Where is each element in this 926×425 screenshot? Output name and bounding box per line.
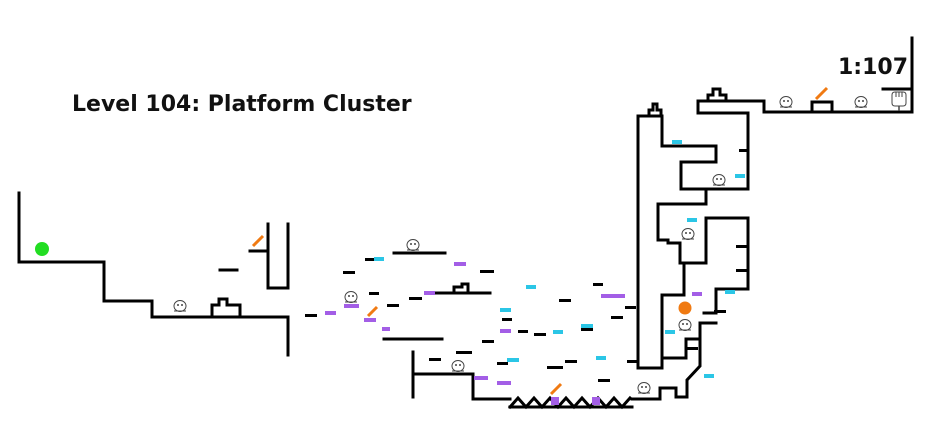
enemy-icon	[637, 382, 651, 394]
enemy-icon	[854, 96, 868, 108]
enemy-group	[173, 96, 868, 394]
hand-icon[interactable]	[891, 91, 907, 111]
launchers	[251, 86, 829, 396]
enemy-icon	[678, 319, 692, 331]
lower-terrain	[382, 251, 718, 401]
ice-blocks	[374, 140, 745, 378]
start-terrain	[17, 191, 290, 357]
enemy-icon	[344, 291, 358, 303]
spike-row	[507, 395, 634, 410]
enemy-icon	[779, 96, 793, 108]
tower-terrain	[636, 36, 914, 370]
goal-ball	[678, 301, 692, 315]
enemy-icon	[406, 239, 420, 251]
level-timer: 1:107	[838, 55, 909, 80]
player-ball	[35, 242, 49, 256]
bounce-blocks	[325, 262, 702, 405]
level-title: Level 104: Platform Cluster	[72, 92, 412, 117]
enemy-icon	[451, 360, 465, 372]
floating-platforms	[305, 149, 748, 382]
enemy-icon	[681, 228, 695, 240]
enemy-icon	[173, 300, 187, 312]
enemy-icon	[712, 174, 726, 186]
